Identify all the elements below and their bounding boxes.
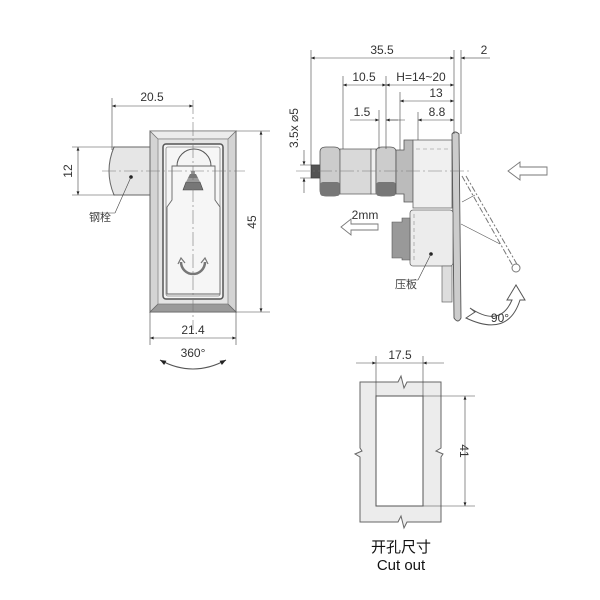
rotation-90-label: 90° bbox=[491, 311, 509, 325]
cutout-caption-cn: 开孔尺寸 bbox=[371, 538, 431, 556]
dim-2: 2 bbox=[481, 43, 488, 57]
travel-label: 2mm bbox=[352, 208, 379, 222]
rotation-360-label: 360° bbox=[181, 346, 206, 360]
dim-17-5: 17.5 bbox=[388, 348, 412, 362]
dim-41: 41 bbox=[457, 444, 471, 458]
cutout-caption-en: Cut out bbox=[377, 557, 426, 574]
front-dimensions bbox=[72, 98, 270, 345]
dim-8-8: 8.8 bbox=[429, 105, 446, 119]
cutout-dimensions bbox=[356, 356, 475, 507]
dim-13: 13 bbox=[429, 86, 443, 100]
rotate-ring-icon bbox=[177, 256, 209, 276]
dim-45: 45 bbox=[245, 215, 259, 229]
cutout-hole bbox=[375, 395, 424, 507]
side-dimensions bbox=[300, 50, 490, 281]
push-arrow-icon bbox=[507, 161, 548, 181]
dim-35-5: 35.5 bbox=[370, 43, 394, 57]
dim-grip-range: H=14~20 bbox=[396, 70, 446, 84]
dim-10-5: 10.5 bbox=[352, 70, 376, 84]
rotate-90-arrow-icon bbox=[464, 284, 526, 326]
bolt-label: 钢栓 bbox=[89, 210, 111, 224]
front-view bbox=[102, 100, 245, 330]
cutout-view bbox=[353, 374, 444, 530]
rotate-360-arrow-icon bbox=[159, 359, 227, 370]
dim-12: 12 bbox=[61, 164, 75, 178]
dim-21-4: 21.4 bbox=[181, 323, 205, 337]
dim-1-5: 1.5 bbox=[354, 105, 371, 119]
pressure-plate-label: 压板 bbox=[395, 277, 417, 291]
dim-20-5: 20.5 bbox=[140, 90, 164, 104]
side-view bbox=[296, 131, 548, 326]
dim-thread: 3.5x ⌀5 bbox=[287, 108, 301, 148]
travel-arrow-icon bbox=[340, 218, 379, 236]
